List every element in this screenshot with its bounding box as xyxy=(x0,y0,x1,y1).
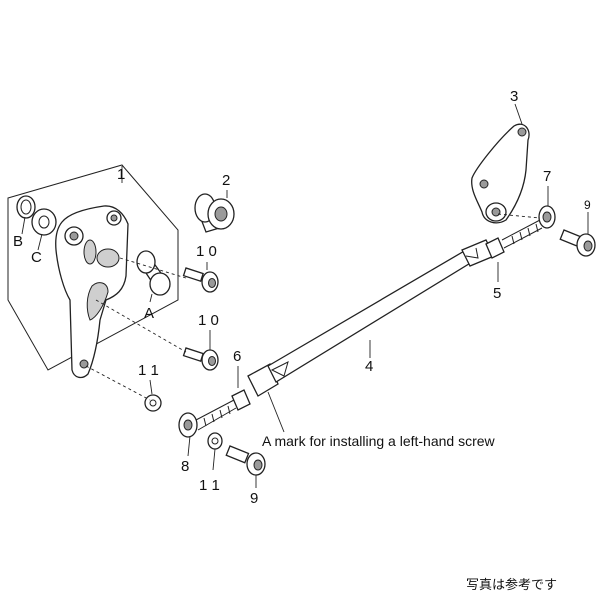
label-a: A xyxy=(144,305,154,322)
label-part-5: 5 xyxy=(493,285,501,302)
nut-6 xyxy=(231,389,251,411)
nut-5 xyxy=(485,237,505,259)
label-part-9-lower: 9 xyxy=(250,490,258,507)
label-part-3: 3 xyxy=(510,88,518,105)
bracket-assembly-box xyxy=(7,164,179,371)
bolt-9-upper xyxy=(559,229,596,257)
label-part-11-right: 1 1 xyxy=(199,477,220,494)
spacer-a xyxy=(136,250,171,296)
arm-3 xyxy=(471,123,530,224)
bracket-1 xyxy=(55,205,129,379)
bolt-9-lower xyxy=(225,445,266,476)
reference-photo-caption: 写真は参考です xyxy=(466,577,557,593)
rod-4 xyxy=(247,239,495,397)
label-part-10-lower: 1 0 xyxy=(198,312,219,329)
bolt-10-lower xyxy=(182,347,219,371)
bushing-2 xyxy=(194,193,235,233)
label-part-10-upper: 1 0 xyxy=(196,243,217,260)
rod-end-8 xyxy=(178,399,237,438)
washer-11-left xyxy=(144,394,162,412)
label-part-9-upper: 9 xyxy=(584,198,591,212)
circlip-b xyxy=(16,195,36,219)
label-part-1: 1 xyxy=(117,166,125,183)
label-c: C xyxy=(31,249,42,266)
label-part-8: 8 xyxy=(181,458,189,475)
left-hand-screw-note: A mark for installing a left-hand screw xyxy=(262,433,496,449)
label-part-11-left: 1 1 xyxy=(138,362,159,379)
label-part-2: 2 xyxy=(222,172,230,189)
washer-11-right xyxy=(207,432,223,450)
label-part-6: 6 xyxy=(233,348,241,365)
label-part-4: 4 xyxy=(365,358,373,375)
rod-end-7 xyxy=(501,205,556,249)
bolt-10-upper xyxy=(182,267,219,293)
label-b: B xyxy=(13,233,23,250)
leader-lines xyxy=(21,103,589,488)
washer-c xyxy=(31,208,57,236)
label-part-7: 7 xyxy=(543,168,551,185)
